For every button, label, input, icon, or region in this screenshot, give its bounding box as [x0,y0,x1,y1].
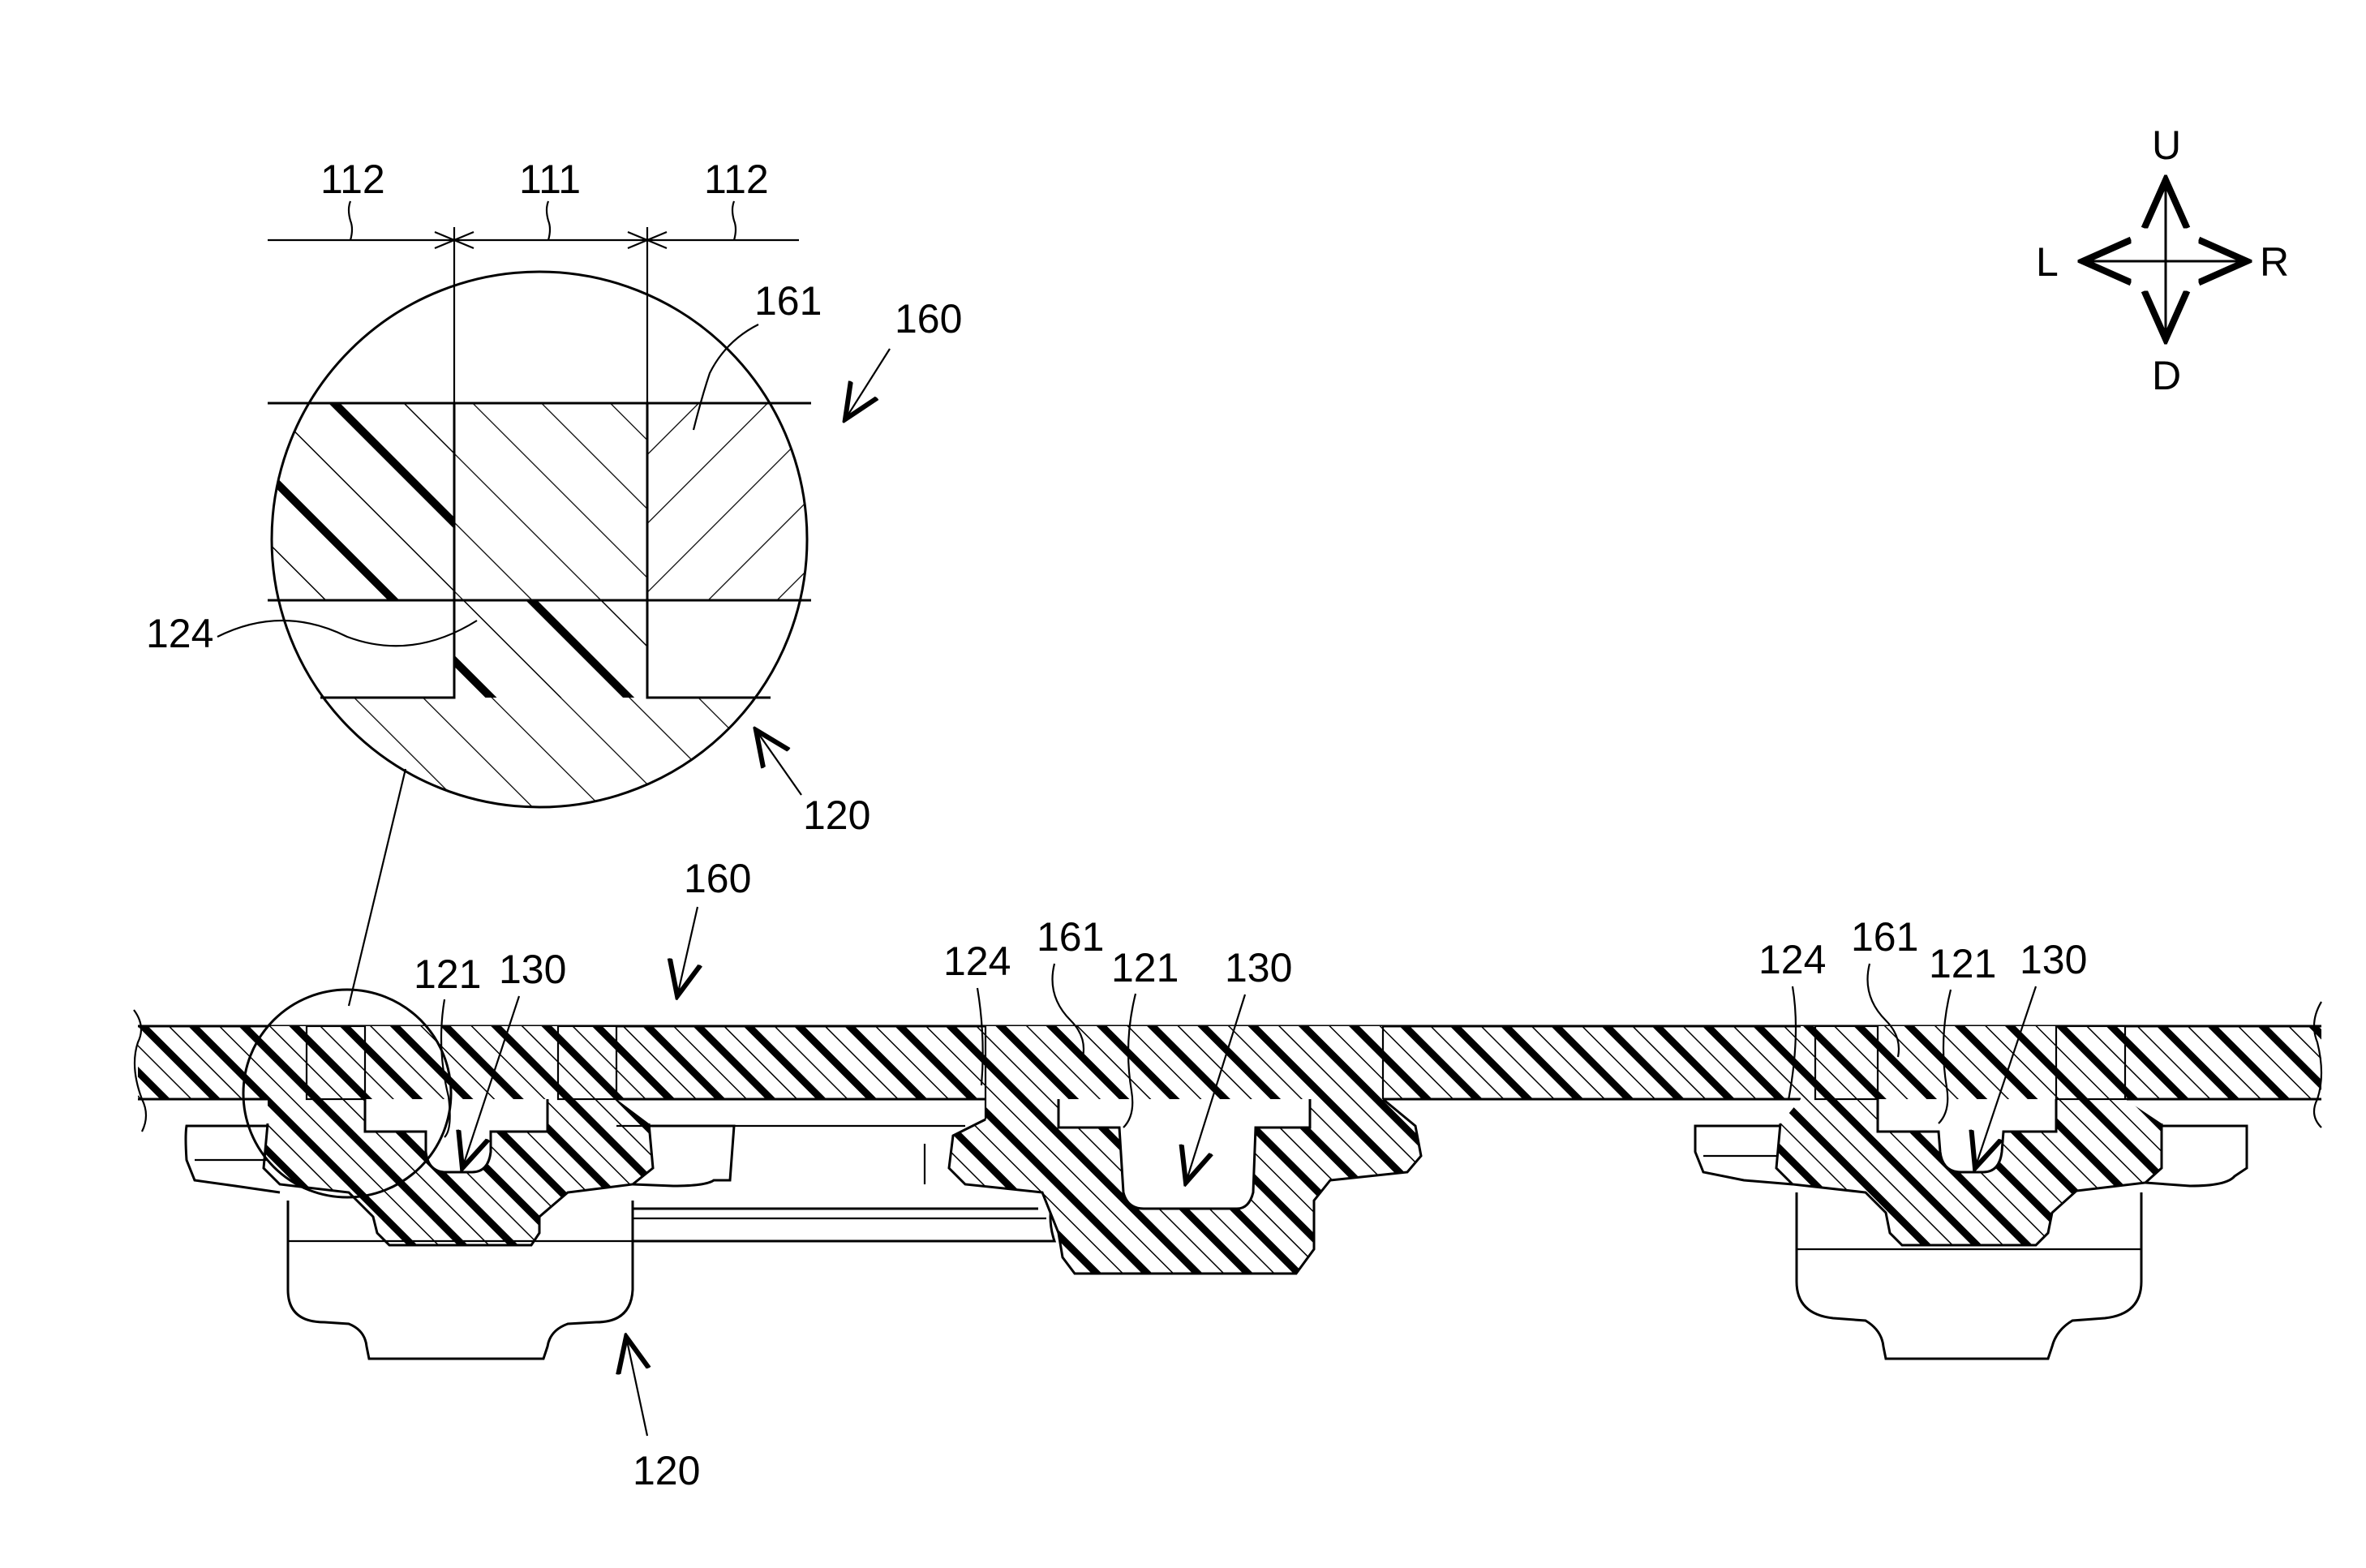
middle-ref-121: 121 [1111,945,1179,990]
detail-ref-120: 120 [803,793,870,838]
detail-left-sheet-top [260,403,454,600]
detail-ref-160: 160 [895,296,962,342]
detail-ref-124: 124 [146,611,213,656]
compass-up-label: U [2152,122,2181,168]
compass-down-label: D [2152,353,2181,398]
middle-ref-130: 130 [1225,945,1292,990]
compass-right-label: R [2260,239,2289,285]
right-ref-130: 130 [2020,937,2087,982]
middle-ref-124: 124 [943,939,1011,984]
dim-label-111: 111 [519,157,581,202]
main-section: 160 120 121 130 124 161 121 130 124 161 … [134,856,2321,1493]
dim-label-112-right: 112 [704,157,769,202]
detail-center-sheet [454,403,647,600]
middle-unit [949,1026,1421,1274]
middle-ref-161: 161 [1037,914,1104,960]
main-ref-120: 120 [633,1448,700,1493]
right-ref-121: 121 [1929,941,1996,986]
direction-compass: U D L R [2036,122,2289,398]
detail-view: 112 111 112 161 160 124 120 [146,157,962,1006]
detail-insert-124 [454,600,647,698]
right-ref-161: 161 [1851,914,1918,960]
detail-right-sheet [647,403,819,600]
left-ref-130: 130 [499,947,566,992]
left-ref-121: 121 [414,952,481,997]
right-ref-124: 124 [1758,937,1826,982]
dim-label-112-left: 112 [320,157,385,202]
dimension-line [268,201,799,403]
detail-ref-161: 161 [754,278,822,324]
detail-leader [349,769,406,1006]
main-ref-160: 160 [684,856,751,901]
compass-left-label: L [2036,239,2059,285]
